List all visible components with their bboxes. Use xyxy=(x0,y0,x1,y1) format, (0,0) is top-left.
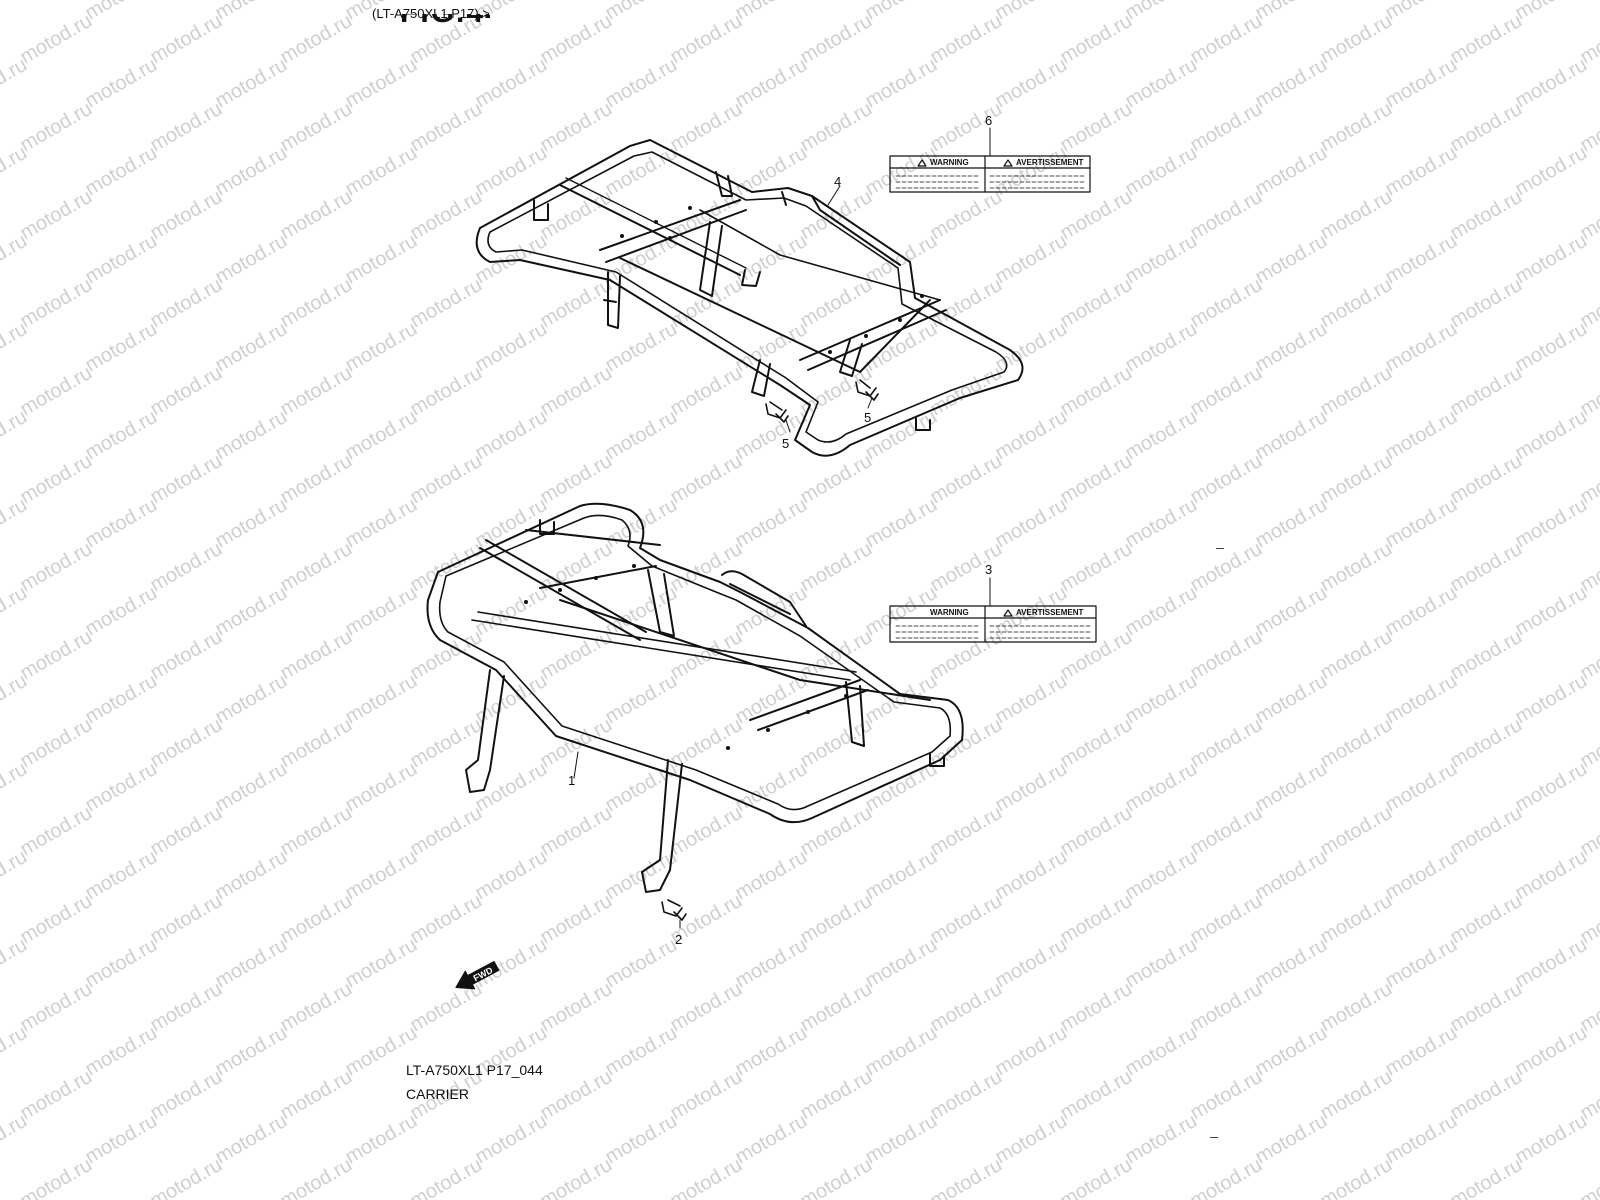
header-reference: (LT-A750XL1 P17) > xyxy=(372,6,490,21)
fwd-arrow-icon: FWD xyxy=(455,961,500,990)
callout-6: 6 xyxy=(985,113,992,128)
stray-mark xyxy=(1210,1137,1218,1138)
callout-5b: 5 xyxy=(864,410,871,425)
fig-title-cropped: FIG.44 xyxy=(400,14,490,28)
label-6-warning: WARNING xyxy=(930,158,969,167)
bolt-part-5-a xyxy=(765,401,789,423)
bolt-part-5-b xyxy=(855,379,879,401)
bolt-part-2 xyxy=(661,899,687,921)
callout-5a: 5 xyxy=(782,436,789,451)
callout-1: 1 xyxy=(568,773,575,788)
stray-mark xyxy=(1216,548,1224,549)
front-carrier-part-1 xyxy=(426,502,964,893)
warning-label-part-3 xyxy=(889,605,1097,643)
fig-title: FIG.44 xyxy=(400,14,490,28)
label-3-warning: WARNING xyxy=(930,608,969,617)
rear-carrier-part-4 xyxy=(475,139,1024,457)
callout-2: 2 xyxy=(675,932,682,947)
label-6-avertissement: AVERTISSEMENT xyxy=(1016,158,1084,167)
leader-lines xyxy=(573,127,991,929)
diagram-title: CARRIER xyxy=(406,1086,470,1102)
callout-4: 4 xyxy=(834,174,841,189)
label-3-avertissement: AVERTISSEMENT xyxy=(1016,608,1084,617)
callout-3: 3 xyxy=(985,562,992,577)
diagram-code: LT-A750XL1 P17_044 xyxy=(406,1062,543,1078)
